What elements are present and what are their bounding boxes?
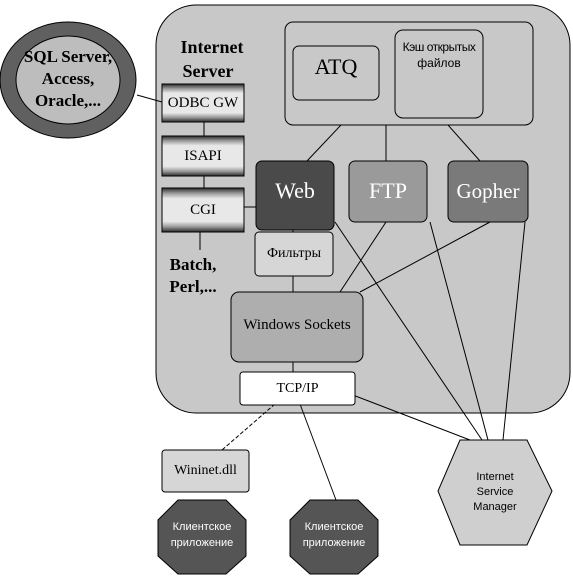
- ftp-service-box: [348, 160, 428, 223]
- gopher-service-box: [447, 160, 529, 223]
- line-web-manager: [334, 221, 483, 441]
- filters-box: [254, 231, 334, 277]
- line-tcpip-manager: [344, 391, 471, 441]
- windows-sockets-box: [230, 291, 364, 363]
- connector-lines: [136, 94, 526, 501]
- line-db-odbc: [136, 94, 163, 103]
- isapi-box: [161, 135, 245, 177]
- line-ftp-manager: [429, 221, 489, 441]
- tcpip-box: [239, 371, 356, 406]
- line-gopher-sockets: [359, 221, 491, 293]
- cache-box: [394, 29, 484, 119]
- line-cache-web: [306, 124, 342, 162]
- service-manager-hexagon: [437, 439, 553, 546]
- line-gopher-manager: [502, 221, 526, 441]
- line-cache-gopher: [447, 124, 481, 162]
- cgi-box: [161, 187, 245, 233]
- client-app-1-octagon: [157, 499, 247, 575]
- wininet-box: [161, 449, 250, 493]
- line-tcpip-client: [299, 403, 337, 501]
- line-ftp-sockets: [339, 221, 387, 293]
- odbc-gw-box: [161, 83, 245, 123]
- atq-box: [292, 45, 380, 101]
- database-inner-ellipse: [15, 35, 121, 125]
- web-service-box: [255, 160, 335, 231]
- client-app-2-octagon: [289, 499, 379, 575]
